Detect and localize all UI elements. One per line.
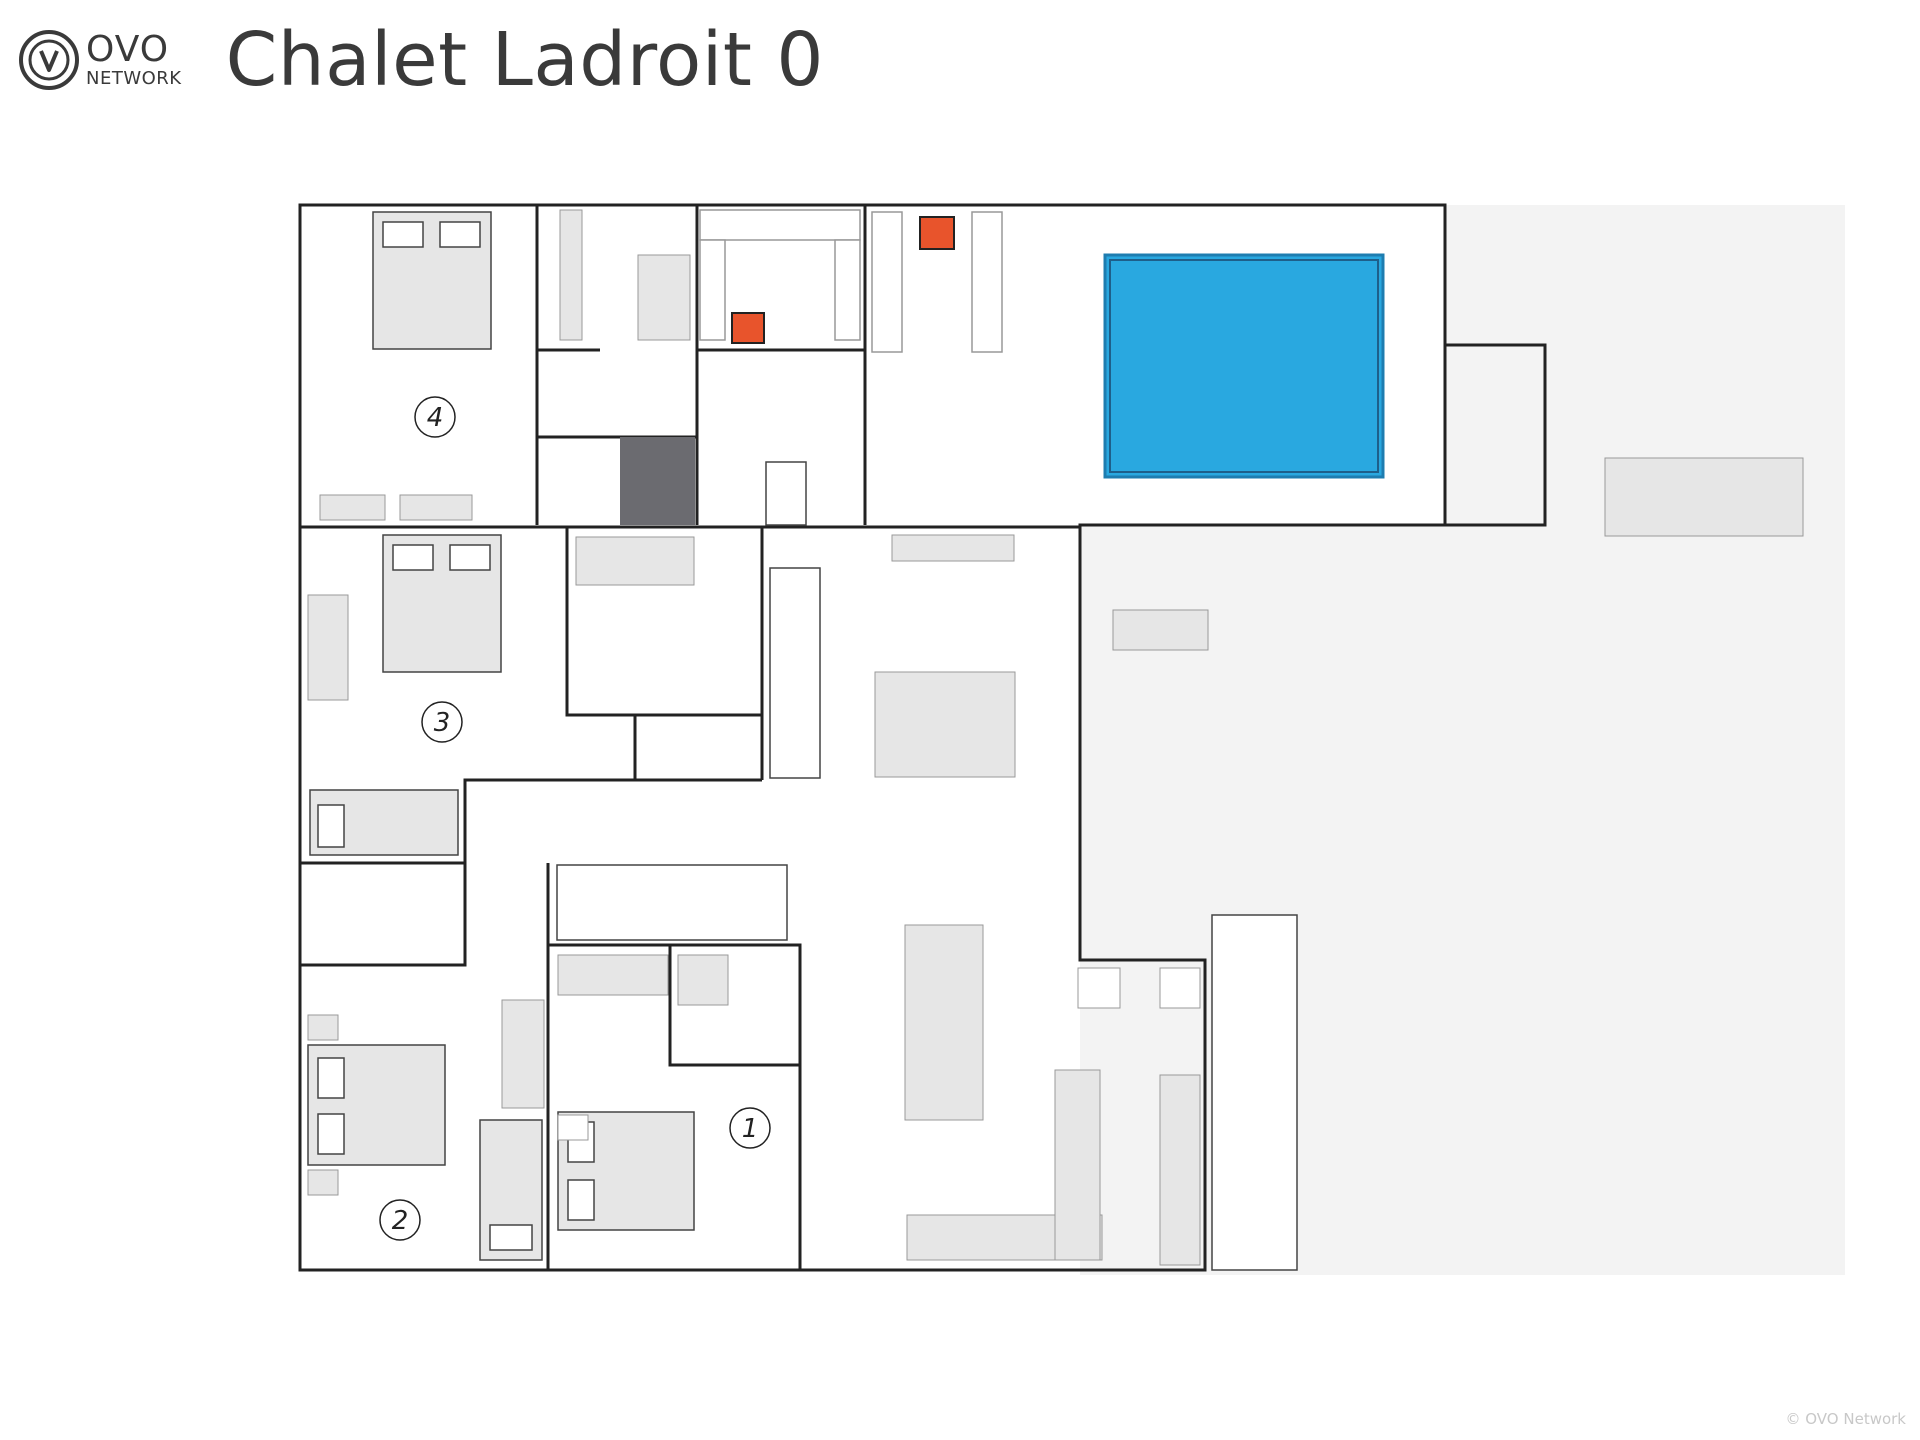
copyright-text: © OVO Network: [1785, 1410, 1906, 1428]
sauna-heater-icon: [919, 216, 955, 250]
ovo-network-logo: OVO NETWORK: [18, 29, 182, 91]
logo-brand: OVO: [86, 29, 170, 70]
room-labels: 4 3 2 1: [379, 396, 771, 1241]
svg-text:3: 3: [434, 708, 451, 738]
svg-text:4: 4: [427, 403, 444, 433]
room-3-label: 3: [421, 701, 463, 743]
beds: [307, 211, 695, 1261]
logo-network: NETWORK: [86, 68, 182, 89]
svg-text:1: 1: [742, 1114, 759, 1144]
walls: [298, 203, 1547, 1272]
room-1-label: 1: [729, 1107, 771, 1149]
furniture: [307, 209, 1804, 1266]
page-title: Chalet Ladroit 0: [225, 17, 824, 103]
stairs: [556, 461, 1298, 1271]
header: OVO NETWORK Chalet Ladroit 0: [18, 17, 824, 103]
room-4-label: 4: [414, 396, 456, 438]
storage-area: [620, 437, 695, 525]
swimming-pool: [1103, 253, 1385, 479]
sauna-heater-icon: [731, 312, 765, 344]
terrace-area: [1445, 205, 1845, 1275]
sauna-bench: [699, 209, 1003, 353]
room-2-label: 2: [379, 1199, 421, 1241]
svg-text:2: 2: [392, 1206, 409, 1236]
ovo-logo-icon: [19, 30, 79, 90]
